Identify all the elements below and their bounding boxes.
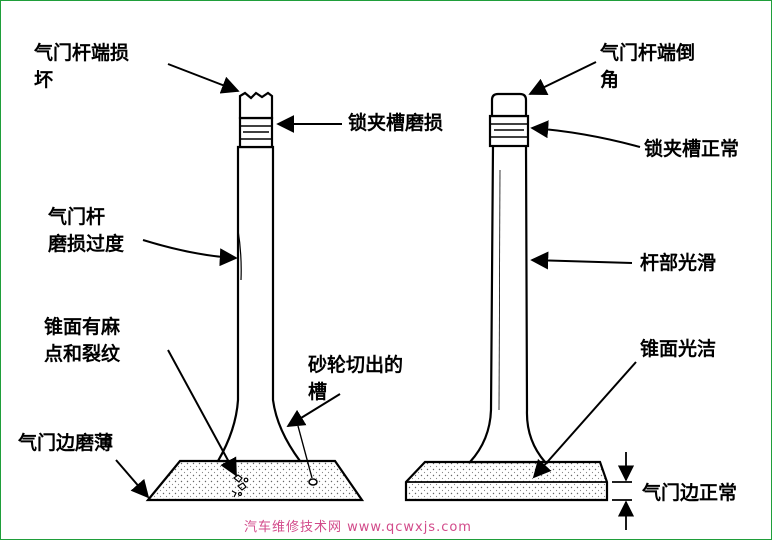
label-keeper-groove-worn: 锁夹槽磨损 [348, 112, 444, 134]
normal-stem-end [490, 92, 528, 118]
label-stem-smooth: 杆部光滑 [640, 252, 717, 274]
label-grinding-groove: 砂轮切出的 槽 [308, 354, 404, 403]
label-margin-thin: 气门边磨薄 [18, 432, 114, 454]
damaged-stem-end [238, 91, 274, 120]
normal-valve-head [404, 460, 609, 502]
normal-valve-stem [467, 143, 548, 464]
damaged-valve-stem [216, 145, 303, 463]
damaged-valve [145, 91, 365, 502]
label-stem-end-damaged: 气门杆端损 坏 [34, 42, 130, 91]
label-face-pitted: 锥面有麻 点和裂纹 [44, 316, 121, 365]
margin-dimension [612, 452, 635, 530]
right-leader-lines [528, 61, 641, 479]
grinding-groove-mark [308, 478, 318, 486]
damaged-valve-head [145, 459, 365, 502]
left-leader-lines [115, 63, 342, 499]
label-face-clean: 锥面光洁 [640, 338, 717, 360]
label-stem-end-chamfer: 气门杆端倒 角 [600, 42, 696, 91]
label-stem-worn: 气门杆 磨损过度 [48, 206, 125, 255]
label-margin-normal: 气门边正常 [642, 482, 738, 504]
watermark: 汽车维修技术网 www.qcwxjs.com [244, 520, 472, 535]
normal-keeper-groove [488, 114, 530, 148]
normal-valve [404, 92, 609, 502]
label-keeper-groove-normal: 锁夹槽正常 [644, 138, 740, 160]
